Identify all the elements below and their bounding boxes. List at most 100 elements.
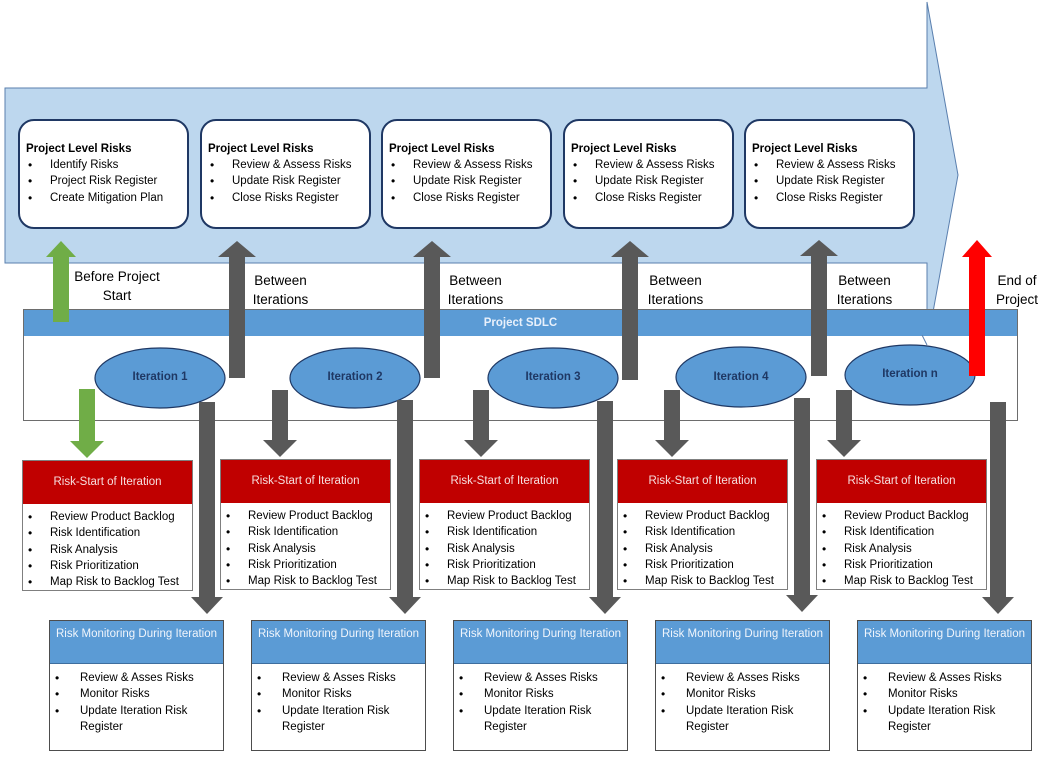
list-item: Map Risk to Backlog Test bbox=[621, 573, 784, 590]
between-iterations-up-arrow bbox=[218, 241, 256, 378]
list-item: Update Risk Register bbox=[208, 173, 363, 190]
list-item: Review & Asses Risks bbox=[53, 670, 220, 687]
between-iterations-up-arrow bbox=[611, 241, 649, 380]
project-level-risks-box: Project Level Risks Review & Assess Risk… bbox=[563, 119, 734, 229]
monitoring-down-arrow bbox=[389, 400, 421, 614]
risk-start-header: Risk-Start of Iteration bbox=[817, 460, 986, 503]
iteration-2-ellipse bbox=[289, 347, 421, 409]
risk-start-header: Risk-Start of Iteration bbox=[420, 460, 589, 503]
list-item: Review & Assess Risks bbox=[208, 157, 363, 174]
list-item: Review & Asses Risks bbox=[255, 670, 422, 687]
iteration-label: Iteration 1 bbox=[132, 371, 188, 383]
list-item: Create Mitigation Plan bbox=[26, 190, 181, 207]
list-item: Risk Prioritization bbox=[26, 558, 189, 575]
list-item: Monitor Risks bbox=[659, 686, 826, 703]
timeline-arrow-edge bbox=[921, 334, 928, 346]
list-item: Close Risks Register bbox=[208, 190, 363, 207]
risk-start-header: Risk-Start of Iteration bbox=[221, 460, 390, 503]
risk-monitoring-box: Risk Monitoring During Iteration Review … bbox=[453, 620, 628, 751]
phase-label-line: Start bbox=[102, 288, 132, 303]
list-item: Update Iteration Risk Register bbox=[659, 703, 826, 736]
risk-start-header: Risk-Start of Iteration bbox=[618, 460, 787, 503]
risk-monitoring-box: Risk Monitoring During Iteration Review … bbox=[251, 620, 426, 751]
list-item: Risk Analysis bbox=[820, 541, 983, 558]
box-title: Project Level Risks bbox=[389, 143, 495, 155]
start-iteration-down-arrow bbox=[464, 390, 498, 457]
iteration-label: Iteration 4 bbox=[713, 371, 769, 383]
iteration-4-ellipse bbox=[675, 346, 807, 408]
list-item: Review Product Backlog bbox=[621, 508, 784, 525]
phase-label-between: Between Iterations bbox=[248, 271, 313, 309]
risk-monitoring-box: Risk Monitoring During Iteration Review … bbox=[857, 620, 1032, 751]
list-item: Monitor Risks bbox=[53, 686, 220, 703]
list-item: Map Risk to Backlog Test bbox=[423, 573, 586, 590]
project-sdlc-band: Project SDLC bbox=[24, 310, 1017, 336]
risk-monitoring-header: Risk Monitoring During Iteration bbox=[858, 621, 1031, 664]
list-item: Risk Identification bbox=[224, 524, 387, 541]
list-item: Update Iteration Risk Register bbox=[861, 703, 1028, 736]
iteration-1-ellipse bbox=[94, 347, 226, 409]
list-item: Update Iteration Risk Register bbox=[457, 703, 624, 736]
list-item: Review & Asses Risks bbox=[457, 670, 624, 687]
start-iteration-down-arrow bbox=[655, 390, 689, 457]
iteration-3-ellipse bbox=[487, 347, 619, 409]
list-item: Review Product Backlog bbox=[26, 509, 189, 526]
list-item: Risk Identification bbox=[621, 524, 784, 541]
list-item: Map Risk to Backlog Test bbox=[224, 573, 387, 590]
risk-monitoring-header: Risk Monitoring During Iteration bbox=[252, 621, 425, 664]
start-iteration-down-arrow bbox=[70, 389, 104, 458]
list-item: Risk Identification bbox=[423, 524, 586, 541]
list-item: Map Risk to Backlog Test bbox=[26, 574, 189, 591]
risk-monitoring-header: Risk Monitoring During Iteration bbox=[454, 621, 627, 664]
start-iteration-down-arrow bbox=[827, 390, 861, 457]
risk-monitoring-header: Risk Monitoring During Iteration bbox=[656, 621, 829, 664]
monitoring-down-arrow bbox=[589, 401, 621, 614]
list-item: Close Risks Register bbox=[752, 190, 907, 207]
list-item: Monitor Risks bbox=[457, 686, 624, 703]
phase-label-before-start: Before Project Start bbox=[66, 267, 168, 305]
phase-label-line: Between bbox=[254, 273, 307, 288]
project-level-risks-box: Project Level Risks Review & Assess Risk… bbox=[381, 119, 552, 229]
phase-label-between: Between Iterations bbox=[832, 271, 897, 309]
phase-label-between: Between Iterations bbox=[643, 271, 708, 309]
list-item: Close Risks Register bbox=[571, 190, 726, 207]
risk-start-box: Risk-Start of Iteration Review Product B… bbox=[22, 460, 193, 591]
list-item: Monitor Risks bbox=[861, 686, 1028, 703]
start-iteration-down-arrow bbox=[263, 390, 297, 457]
risk-start-box: Risk-Start of Iteration Review Product B… bbox=[816, 459, 987, 590]
list-item: Review & Asses Risks bbox=[659, 670, 826, 687]
phase-label-line: Iterations bbox=[252, 292, 309, 307]
project-level-risks-box: Project Level Risks Review & Assess Risk… bbox=[200, 119, 371, 229]
monitoring-down-arrow bbox=[982, 402, 1014, 614]
list-item: Review & Assess Risks bbox=[571, 157, 726, 174]
box-title: Project Level Risks bbox=[571, 143, 677, 155]
list-item: Close Risks Register bbox=[389, 190, 544, 207]
list-item: Update Iteration Risk Register bbox=[53, 703, 220, 736]
monitoring-down-arrow bbox=[786, 398, 818, 612]
project-level-risks-box: Project Level Risks Identify Risks Proje… bbox=[18, 119, 189, 229]
phase-label-between: Between Iterations bbox=[443, 271, 508, 309]
iteration-label: Iteration n bbox=[882, 368, 938, 380]
phase-label-line: Before Project bbox=[74, 269, 160, 284]
risk-monitoring-header: Risk Monitoring During Iteration bbox=[50, 621, 223, 664]
list-item: Review & Assess Risks bbox=[389, 157, 544, 174]
phase-label-line: Between bbox=[649, 273, 702, 288]
phase-label-line: End of bbox=[997, 273, 1037, 288]
iteration-label: Iteration 2 bbox=[327, 371, 383, 383]
end-of-project-up-arrow bbox=[962, 240, 992, 376]
risk-start-header: Risk-Start of Iteration bbox=[23, 461, 192, 504]
phase-label-line: Iterations bbox=[647, 292, 704, 307]
list-item: Risk Prioritization bbox=[621, 557, 784, 574]
between-iterations-up-arrow bbox=[800, 240, 838, 376]
list-item: Review Product Backlog bbox=[820, 508, 983, 525]
list-item: Risk Identification bbox=[26, 525, 189, 542]
list-item: Risk Prioritization bbox=[820, 557, 983, 574]
list-item: Identify Risks bbox=[26, 157, 181, 174]
phase-label-end: End of Project bbox=[990, 271, 1044, 309]
risk-start-box: Risk-Start of Iteration Review Product B… bbox=[419, 459, 590, 590]
risk-start-box: Risk-Start of Iteration Review Product B… bbox=[220, 459, 391, 590]
risk-start-box: Risk-Start of Iteration Review Product B… bbox=[617, 459, 788, 590]
phase-label-line: Iterations bbox=[447, 292, 504, 307]
phase-label-line: Project bbox=[995, 292, 1039, 307]
